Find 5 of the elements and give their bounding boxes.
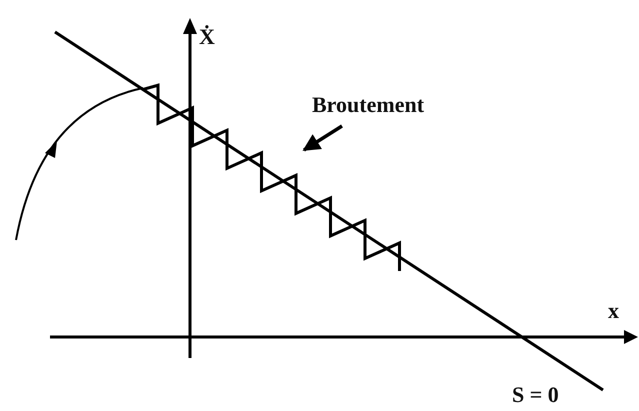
axis-label: Ẋ <box>199 26 215 48</box>
leader-arrow <box>302 124 343 152</box>
axis-label: x <box>608 300 619 322</box>
axis-label: S = 0 <box>512 384 559 406</box>
annotation-text: Broutement <box>312 94 424 116</box>
